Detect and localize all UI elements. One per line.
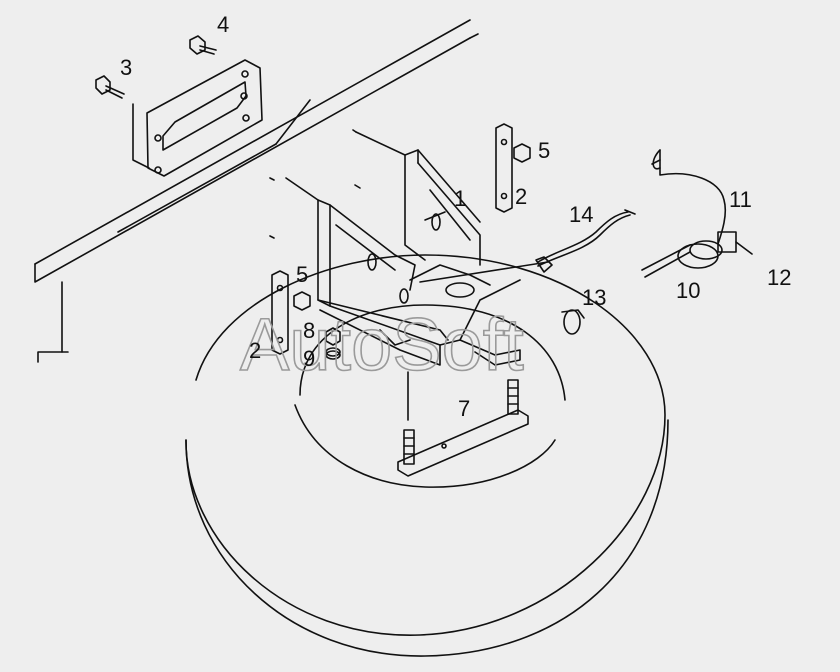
callout-2-right: 2 [515,184,527,209]
washer-9 [325,347,341,360]
spare-tire [185,254,669,657]
bolt-3 [95,75,125,99]
callout-9: 9 [303,346,315,371]
clamp-plate-7 [397,371,529,477]
callout-5-right: 5 [538,138,550,163]
callout-2-left: 2 [249,338,261,363]
callout-4: 4 [217,12,229,37]
marker-ticks [269,129,406,239]
frame-rail [34,19,479,363]
rail-bracket [132,59,263,177]
nut-8 [325,327,341,346]
callout-3: 3 [120,55,132,80]
nut-5-right [513,143,531,163]
callout-5-left: 5 [296,262,308,287]
callout-13: 13 [582,285,606,310]
crank-hook [641,149,753,278]
bolt-4 [189,35,217,55]
plug-13 [561,309,585,335]
callout-7: 7 [458,396,470,421]
callout-12: 12 [767,265,791,290]
cable-14 [419,209,636,283]
strap-2-right [495,123,513,213]
callout-8: 8 [303,318,315,343]
nut-5-left [293,291,311,311]
callout-14: 14 [569,202,593,227]
watermark-text: AutoSoft [240,303,524,386]
callout-11: 11 [729,187,752,212]
carrier-bracket [317,149,521,366]
callout-1: 1 [454,186,466,211]
callout-10: 10 [676,278,700,303]
callouts: 1 2 2 3 4 5 5 7 8 9 10 11 12 13 14 [120,12,791,421]
strap-2-left [271,270,289,355]
